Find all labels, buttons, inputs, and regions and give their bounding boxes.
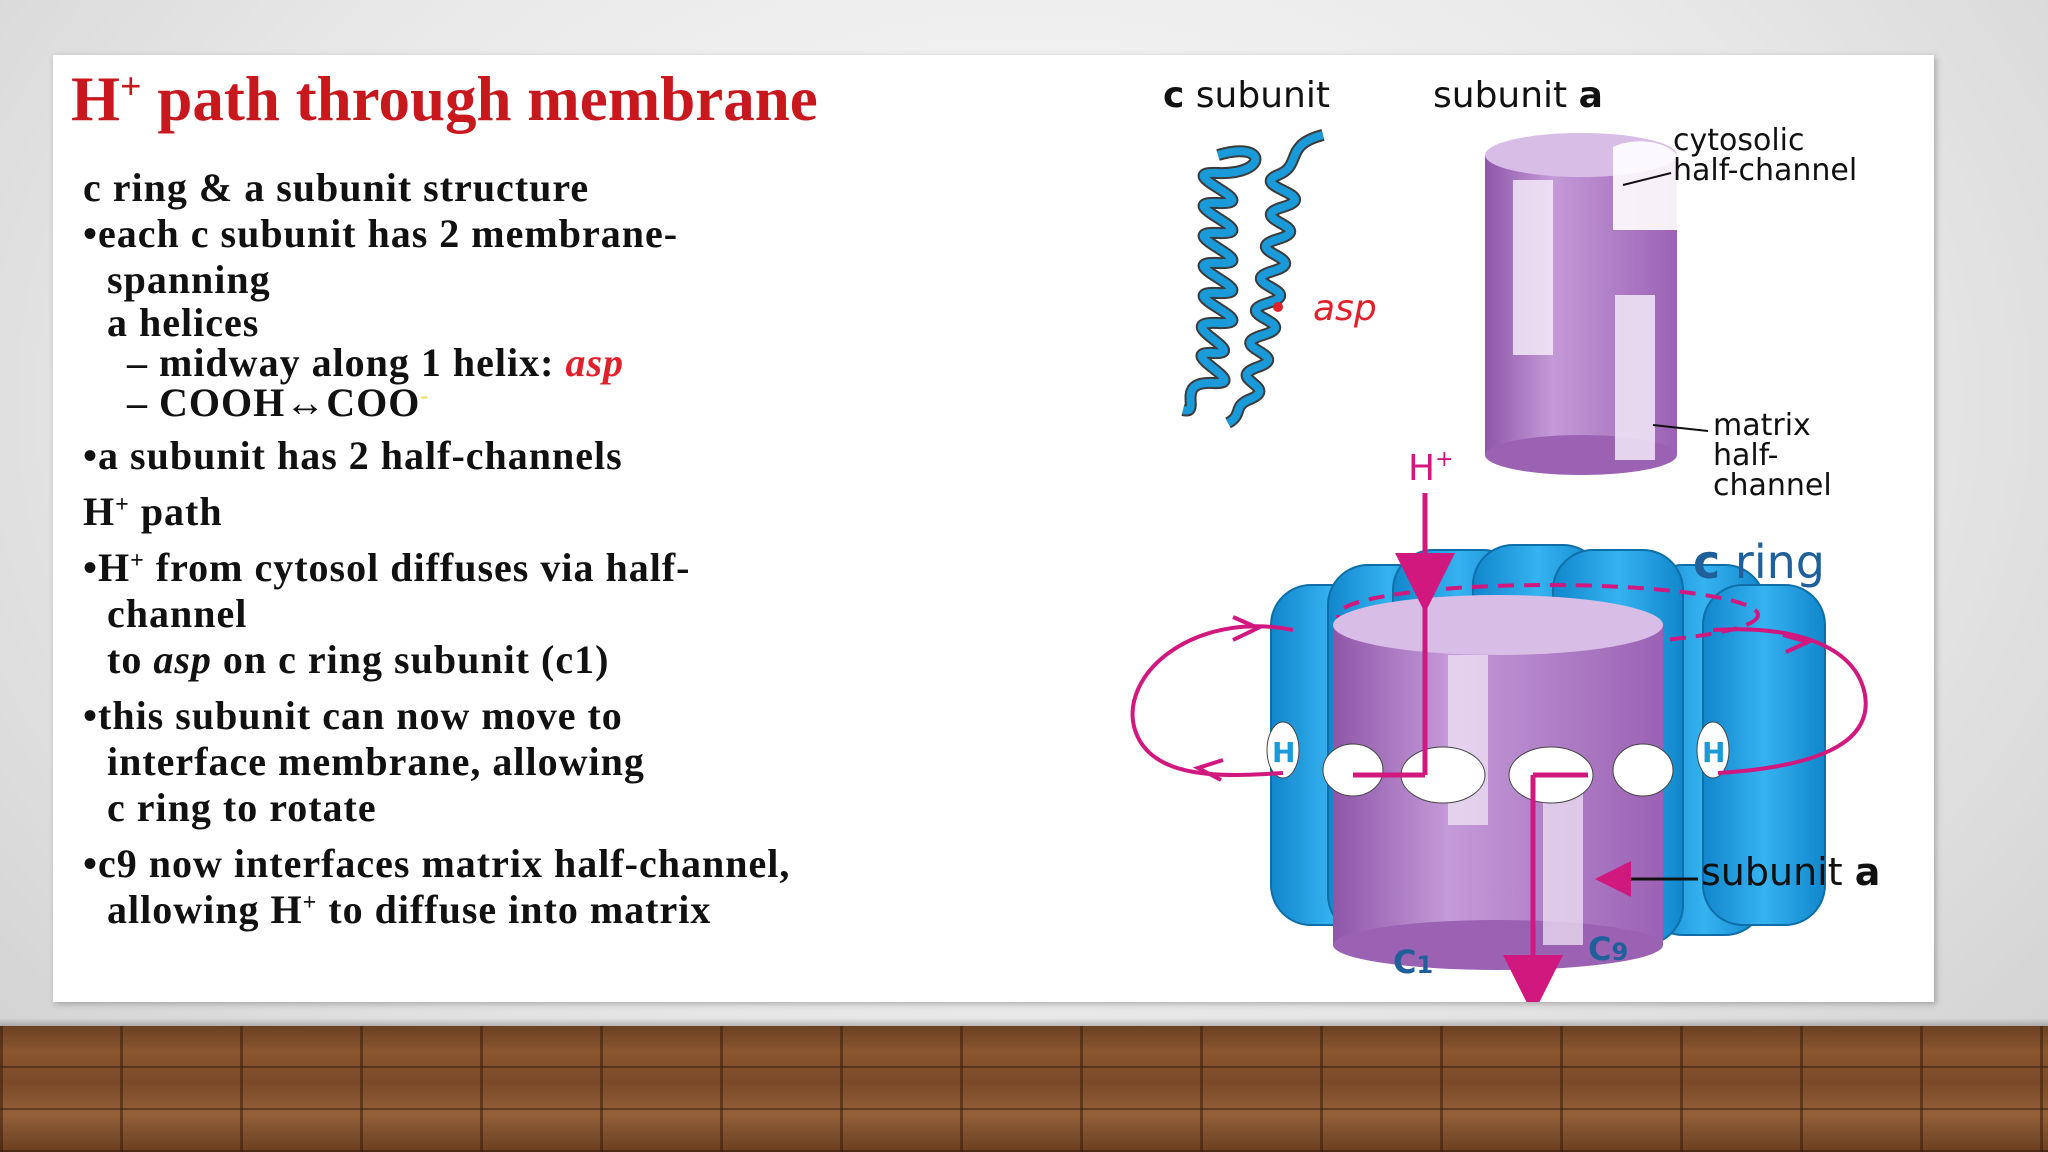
cytosolic-label: cytosolic [1673,123,1805,158]
subunit-a-cylinder [1485,133,1677,475]
sub-bullet-cooh: – COOH↔COO- [83,383,1143,423]
bullet-cytosol-cont-1: channel [107,591,248,636]
title-h: H [71,64,121,134]
wooden-floor [0,1026,2048,1152]
cytosol-text: from cytosol diffuses via half- [144,545,691,590]
bullet-move: •this subunit can now move to [83,693,623,738]
cooh-text: – COOH↔COO [127,380,421,425]
asp-highlight: asp [565,340,625,385]
subunit-a-bottom-label: subunit a [1701,850,1880,894]
diffuse-text: to diffuse into matrix [317,887,712,932]
bullet-cytosol-cont-2: to asp on c ring subunit (c1) [83,637,1143,683]
bullet-move-cont-1: interface membrane, allowing [107,739,645,784]
cytosolic-pointer [1622,172,1672,186]
bullet-c9: •c9 now interfaces matrix half-channel, [83,841,791,886]
c9-label: C9 [1588,930,1628,968]
sub-bullet-midway-text: – midway along 1 helix: [127,340,566,385]
matrix-channel-label: channel [1713,468,1832,503]
bullet-c9-cont: allowing H+ to diffuse into matrix [83,887,1143,933]
path-word: path [129,489,223,534]
cytosol-plus: + [130,547,145,574]
matrix-half-label: half- [1713,438,1778,473]
bullet-c-subunit-cont-1: spanning [107,257,271,302]
atp-synthase-diagram: c subunit subunit a asp cytosolic half-c… [1130,75,1880,1002]
rotation-arrows [1130,615,1868,782]
heading-path: H+ path [83,489,1143,535]
bullet-cytosol: •H+ from cytosol diffuses via half- [83,545,1143,591]
c1-label: C1 [1393,943,1433,981]
slide: H+ path through membrane c ring & a subu… [53,55,1934,1002]
slide-title: H+ path through membrane [71,63,818,136]
allowing-plus: + [302,889,318,916]
path-h: H [83,489,116,534]
c-subunit-label: c subunit [1163,75,1330,116]
subunit-a-label: subunit a [1433,75,1603,116]
bullet-move-cont-2: c ring to rotate [107,785,377,830]
h-site-right: H [1702,736,1725,769]
on-c-ring-text: on c ring subunit (c1) [211,637,610,682]
c-ring [1266,544,1826,970]
sub-bullet-midway: – midway along 1 helix: asp [83,343,1143,383]
title-main: path through membrane [157,64,818,134]
matrix-label: matrix [1713,408,1811,443]
cooh-minus: - [420,382,430,409]
bullet-c-subunit-cont-2: a helices [107,300,260,345]
h-site-left: H [1272,736,1295,769]
asp-italic: asp [153,637,212,682]
c-ring-label: c ring [1693,535,1825,589]
cytosol-h: •H [83,545,131,590]
half-channel-label: half-channel [1673,153,1857,188]
asp-marker [1273,302,1283,312]
heading-structure: c ring & a subunit structure [83,165,590,210]
path-plus: + [115,491,130,518]
matrix-pointer [1652,424,1709,432]
proton-path [1353,493,1588,1002]
bullet-c-subunit: •each c subunit has 2 membrane- [83,211,679,256]
asp-label: asp [1313,288,1377,329]
bullet-a-subunit: •a subunit has 2 half-channels [83,433,623,478]
title-plus: + [120,66,142,109]
h-plus-label: H+ [1408,447,1454,489]
c-subunit-helix [1181,129,1325,429]
body-text: c ring & a subunit structure •each c sub… [83,165,1143,933]
to-text: to [107,637,154,682]
allowing-h: allowing H [107,887,303,932]
